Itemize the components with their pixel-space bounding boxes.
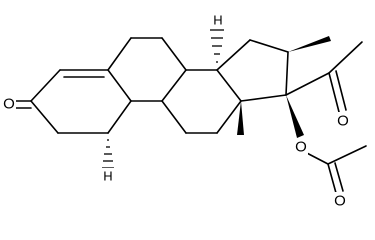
acetate-carbonyl-oxygen-label: O — [334, 193, 346, 210]
acetyl-group — [285, 41, 363, 113]
bond — [285, 72, 330, 96]
structural-formula: O H H O O O — [2, 12, 367, 210]
bond — [107, 37, 132, 71]
bond — [161, 100, 187, 134]
bond — [328, 41, 363, 74]
hash-wedge-c14 — [210, 29, 224, 63]
methyl-wedge-c16 — [288, 36, 331, 52]
ring-a — [11, 69, 132, 134]
hydrogen-label-c14: H — [213, 13, 222, 28]
hash-wedge-c9 — [102, 139, 114, 169]
ketone-oxygen-label: O — [3, 96, 15, 113]
ring-b — [107, 37, 187, 102]
bond — [285, 51, 289, 96]
acetate-group — [300, 145, 367, 194]
bond — [216, 100, 242, 134]
bond — [107, 69, 132, 102]
structure-canvas: O H H O O O — [2, 12, 367, 210]
bond — [216, 69, 242, 102]
oxygen-wedge-c17 — [286, 95, 304, 138]
carbonyl-double-bond — [335, 70, 347, 111]
acetyl-oxygen-label: O — [337, 113, 349, 130]
bond — [327, 145, 367, 165]
carbonyl-double-bond — [328, 72, 340, 113]
ring-c — [161, 69, 242, 134]
bond — [107, 100, 132, 134]
bond — [161, 37, 187, 71]
carbonyl-double-bond — [327, 163, 337, 194]
bond — [30, 100, 59, 134]
ester-oxygen-label: O — [295, 139, 307, 156]
bond — [240, 94, 287, 102]
carbonyl-double-bond — [334, 162, 344, 192]
ring-d — [216, 39, 289, 102]
hydrogen-label-c9: H — [103, 169, 112, 184]
bond — [216, 39, 251, 71]
bond — [249, 39, 289, 53]
bond — [30, 69, 61, 102]
methyl-wedge-c13 — [237, 101, 244, 135]
bond — [161, 69, 187, 102]
